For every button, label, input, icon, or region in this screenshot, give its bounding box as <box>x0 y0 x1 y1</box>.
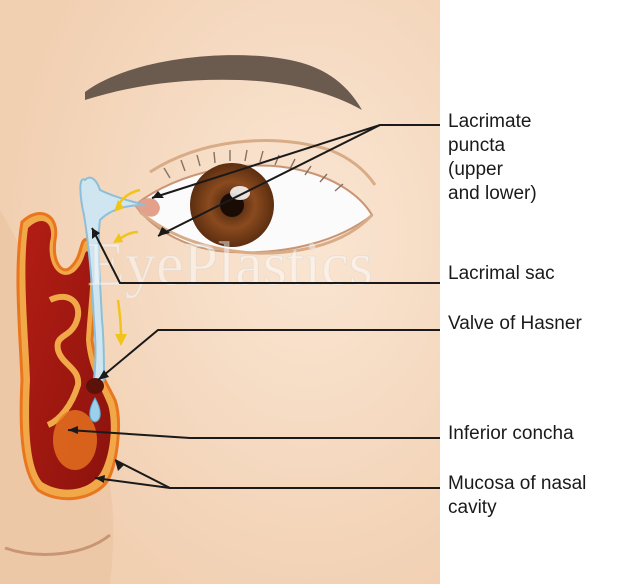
leader-puncta-lower <box>157 124 381 237</box>
leader-concha <box>67 429 440 439</box>
tear-drop <box>89 397 101 423</box>
label-lacrimal-sac: Lacrimal sac <box>448 263 555 284</box>
nostril-outline <box>4 533 111 556</box>
watermark: EyePlastics <box>87 231 373 299</box>
lacrimal-duct <box>79 176 146 384</box>
leader-lines <box>67 124 440 489</box>
eyebrow <box>85 55 362 110</box>
lower-eyelid <box>139 210 374 255</box>
label-valve-of-hasner: Valve of Hasner <box>448 313 582 334</box>
label-inferior-concha: Inferior concha <box>448 423 574 444</box>
concha-shape <box>46 293 82 428</box>
eyelid-crease <box>149 139 377 186</box>
tear-flow-arrows <box>113 188 141 346</box>
leader-arrowheads <box>68 191 170 483</box>
valve-opening <box>86 378 104 394</box>
leader-mucosa-2 <box>94 477 171 489</box>
label-mucosa: Mucosa of nasal cavity <box>448 473 587 518</box>
label-lacrimal-puncta: Lacrimate puncta (upper and lower) <box>448 111 537 204</box>
inferior-concha-region <box>53 410 97 470</box>
leader-valve <box>97 329 440 381</box>
leader-sac <box>91 227 440 284</box>
